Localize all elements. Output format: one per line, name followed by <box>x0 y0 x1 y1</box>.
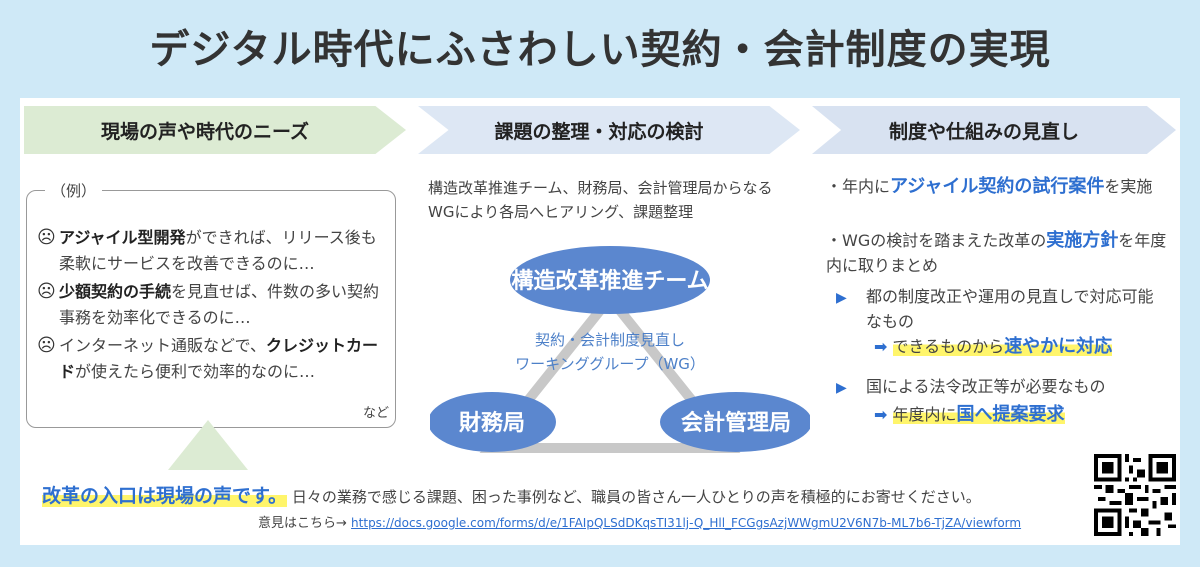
wg-name: 契約・会計制度見直し ワーキンググループ（WG） <box>515 331 705 373</box>
sad-face-icon: ☹ <box>37 335 56 356</box>
example-item: ☹ インターネット通販などで、クレジットカードが使えたら便利で効率的なのに… <box>37 333 387 385</box>
etc-label: など <box>362 406 389 421</box>
page-title: デジタル時代にふさわしい契約・会計制度の実現 <box>149 27 1051 73</box>
qr-code-icon[interactable] <box>1094 454 1176 536</box>
feedback-link-line: 意見はこちら→ https://docs.google.com/forms/d/… <box>258 516 1022 531</box>
list-item: ・年内にアジャイル契約の試行案件を実施 <box>826 176 1153 197</box>
wg-description: 構造改革推進チーム、財務局、会計管理局からなるWGにより各局へヒアリング、課題整… <box>428 179 773 221</box>
example-item: ☹ 少額契約の手続を見直せば、件数の多い契約事務を効率化できるのに… <box>37 279 387 331</box>
node-top-label: 構造改革推進チーム <box>511 268 708 294</box>
sad-face-icon: ☹ <box>37 281 56 302</box>
examples-box: （例） ☹ アジャイル型開発ができれば、リリース後も柔軟にサービスを改善できるの… <box>26 180 396 428</box>
example-item: ☹ アジャイル型開発ができれば、リリース後も柔軟にサービスを改善できるのに… <box>37 225 387 277</box>
triangle-right-icon: ▶ <box>836 380 847 396</box>
triangle-right-icon: ▶ <box>836 290 847 306</box>
header-needs: 現場の声や時代のニーズ <box>24 106 406 154</box>
triangle-connector <box>479 289 741 453</box>
result-item: ➡ 年度内に国へ提案要求 <box>874 404 1065 425</box>
content-panel: 現場の声や時代のニーズ 課題の整理・対応の検討 制度や仕組みの見直し （例） ☹… <box>20 98 1180 545</box>
sad-face-icon: ☹ <box>37 227 56 248</box>
wg-triangle-diagram: 構造改革推進チーム 財務局 会計管理局 <box>430 246 810 453</box>
examples-label: （例） <box>45 180 103 201</box>
node-accounting-bureau <box>660 392 810 452</box>
node-finance-bureau <box>430 392 556 452</box>
arrow-right-icon: ➡ <box>874 405 888 424</box>
list-item: 国による法令改正等が必要なもの <box>866 377 1106 396</box>
node-right-label: 会計管理局 <box>681 410 791 436</box>
list-item: ・WGの検討を踏まえた改革の実施方針を年度内に取りまとめ <box>826 230 1167 275</box>
result-item: ➡ できるものから速やかに対応 <box>874 336 1113 357</box>
header-review: 課題の整理・対応の検討 <box>418 106 800 154</box>
node-structural-reform-team <box>510 246 710 314</box>
call-to-action: 改革の入口は現場の声です。 日々の業務で感じる課題、困った事例など、職員の皆さん… <box>42 485 981 507</box>
arrow-right-icon: ➡ <box>874 337 888 356</box>
list-item: 都の制度改正や運用の見直しで対応可能なもの <box>866 287 1154 331</box>
node-left-label: 財務局 <box>459 410 525 436</box>
feedback-form-link[interactable]: https://docs.google.com/forms/d/e/1FAIpQ… <box>351 516 1022 530</box>
header-revision: 制度や仕組みの見直し <box>812 106 1176 154</box>
